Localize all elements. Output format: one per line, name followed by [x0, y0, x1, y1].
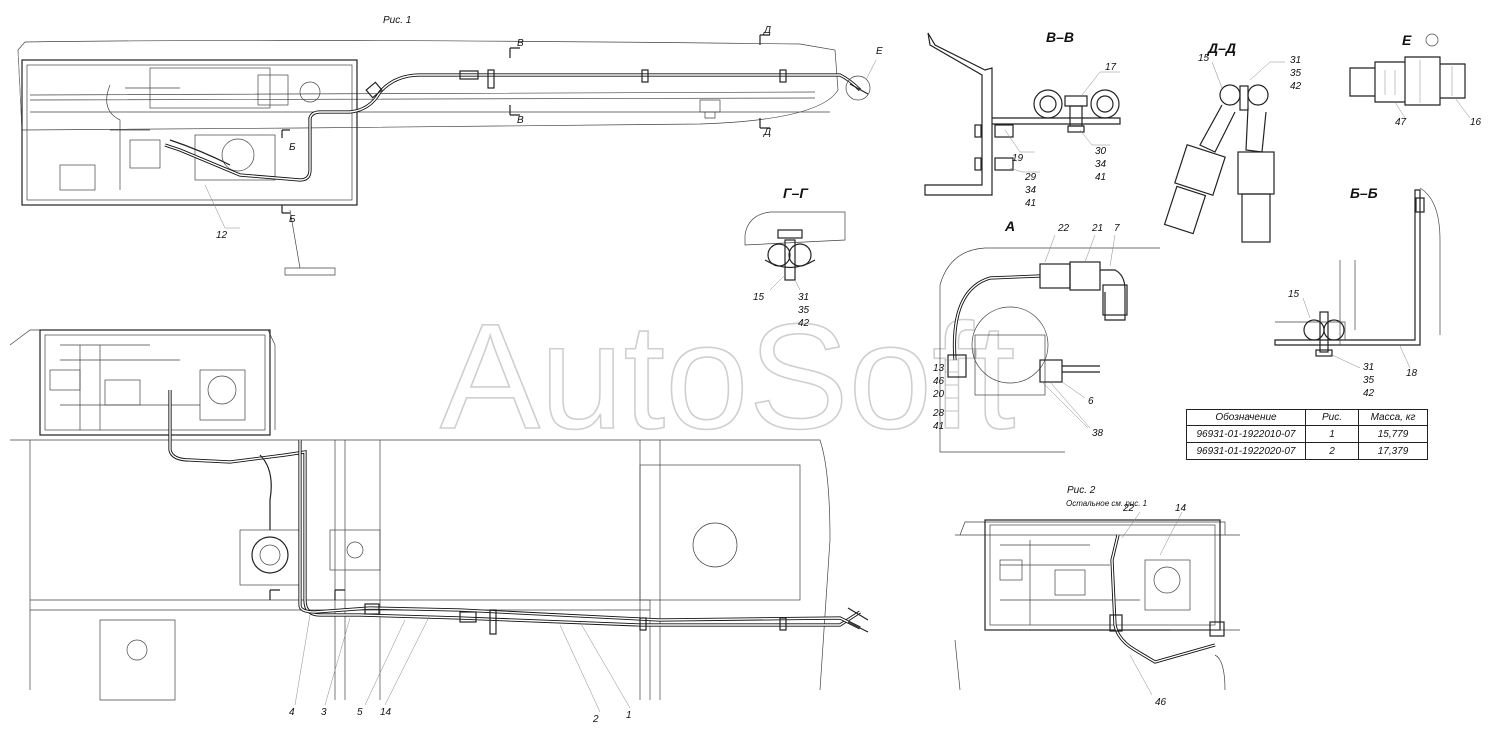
- specification-table: Обозначение Рис. Масса, кг 96931-01-1922…: [1186, 409, 1428, 460]
- svg-text:15: 15: [753, 292, 765, 303]
- table-header-cell: Масса, кг: [1358, 409, 1428, 426]
- svg-text:В: В: [517, 38, 524, 49]
- cab-outline: [17, 40, 839, 131]
- fig2-note: Остальное см. рис. 1: [1066, 499, 1147, 508]
- svg-text:42: 42: [798, 318, 810, 329]
- cut-mark-b: [281, 129, 290, 214]
- battery-box: [21, 59, 358, 206]
- table-cell: 2: [1305, 442, 1359, 460]
- svg-text:7: 7: [1114, 223, 1120, 234]
- svg-text:31: 31: [798, 292, 809, 303]
- section-dd: Д–Д 15 31 35 42: [1163, 40, 1302, 243]
- svg-text:35: 35: [1290, 68, 1302, 79]
- cut-mark-d: [759, 34, 770, 129]
- svg-text:21: 21: [1091, 223, 1103, 234]
- svg-text:38: 38: [1092, 428, 1104, 439]
- svg-text:20: 20: [932, 389, 945, 400]
- svg-text:Б: Б: [289, 214, 296, 225]
- svg-text:42: 42: [1290, 81, 1302, 92]
- detail-e: Е 47 16: [1349, 32, 1482, 128]
- bracket-l: [1274, 189, 1421, 346]
- section-bb: Б–Б 15 31 35 42 18: [1274, 185, 1441, 399]
- fig2-caption: Рис. 2: [1067, 485, 1096, 496]
- bracket-profile: [924, 32, 993, 196]
- air-pipe-top: [164, 73, 862, 182]
- watermark: AutoSoft: [440, 292, 1015, 460]
- svg-text:42: 42: [1363, 388, 1375, 399]
- svg-text:12: 12: [216, 230, 228, 241]
- svg-text:22: 22: [1057, 223, 1070, 234]
- detail-e-title: Е: [1402, 32, 1412, 48]
- svg-text:1: 1: [626, 710, 632, 721]
- svg-text:В: В: [517, 115, 524, 126]
- svg-text:6: 6: [1088, 396, 1094, 407]
- svg-text:41: 41: [1025, 198, 1036, 209]
- rotate-icon: [1425, 33, 1439, 47]
- svg-text:31: 31: [1290, 55, 1301, 66]
- svg-text:14: 14: [380, 707, 392, 718]
- svg-text:28: 28: [932, 408, 945, 419]
- table-row: 96931-01-1922020-07 2 17,379: [1186, 442, 1428, 460]
- svg-text:17: 17: [1105, 62, 1117, 73]
- svg-text:19: 19: [1012, 153, 1024, 164]
- svg-text:15: 15: [1288, 289, 1300, 300]
- frame-rails: [29, 91, 830, 113]
- svg-text:15: 15: [1198, 53, 1210, 64]
- svg-text:5: 5: [357, 707, 363, 718]
- table-header-cell: Обозначение: [1186, 409, 1306, 426]
- table-cell: 15,779: [1358, 425, 1428, 443]
- svg-text:46: 46: [1155, 697, 1167, 708]
- svg-text:4: 4: [289, 707, 295, 718]
- section-vv: В–В 17 19 30 34 41 29 34 41: [924, 29, 1121, 209]
- svg-text:34: 34: [1095, 159, 1107, 170]
- svg-text:34: 34: [1025, 185, 1037, 196]
- table-row: 96931-01-1922010-07 1 15,779: [1186, 425, 1428, 443]
- svg-text:Д: Д: [763, 127, 771, 138]
- svg-text:Д: Д: [763, 25, 771, 36]
- svg-text:29: 29: [1024, 172, 1037, 183]
- svg-text:47: 47: [1395, 117, 1407, 128]
- bottom-view-assembly: 4 3 5 14 2 1: [9, 329, 869, 725]
- svg-text:30: 30: [1095, 146, 1107, 157]
- table-cell: 17,379: [1358, 442, 1428, 460]
- svg-text:14: 14: [1175, 503, 1187, 514]
- svg-text:31: 31: [1363, 362, 1374, 373]
- clamp-plate: [992, 117, 1121, 125]
- table-header-cell: Рис.: [1305, 409, 1359, 426]
- table-cell: 96931-01-1922020-07: [1186, 442, 1306, 460]
- table-header-row: Обозначение Рис. Масса, кг: [1186, 409, 1428, 426]
- section-vv-title: В–В: [1046, 29, 1074, 45]
- section-gg: Г–Г 15 31 35 42: [744, 185, 846, 329]
- svg-text:16: 16: [1470, 117, 1482, 128]
- svg-text:22: 22: [1122, 503, 1135, 514]
- svg-text:2: 2: [592, 714, 599, 725]
- table-cell: 1: [1305, 425, 1359, 443]
- connector-fitting: [1349, 56, 1466, 106]
- cut-mark-v: [509, 47, 520, 116]
- detail-a-title: А: [1004, 218, 1015, 234]
- svg-text:41: 41: [933, 421, 944, 432]
- table-cell: 96931-01-1922010-07: [1186, 425, 1306, 443]
- top-view-assembly: Рис. 1 Е В В: [17, 15, 883, 276]
- fig2-assembly: Рис. 2 Остальное см. рис. 1 22 14 46: [954, 485, 1240, 708]
- detail-e-circle: [845, 75, 871, 101]
- svg-text:18: 18: [1406, 368, 1418, 379]
- section-dd-title: Д–Д: [1207, 40, 1236, 56]
- section-gg-title: Г–Г: [783, 185, 809, 201]
- support-bracket: [284, 209, 336, 276]
- svg-text:Б: Б: [289, 142, 296, 153]
- detail-a: А 22 21 7 13 46 20 28 41 6 38: [932, 218, 1160, 453]
- svg-text:13: 13: [933, 363, 945, 374]
- cut-mark-e: Е: [876, 46, 883, 57]
- svg-text:3: 3: [321, 707, 327, 718]
- svg-text:41: 41: [1095, 172, 1106, 183]
- svg-text:35: 35: [1363, 375, 1375, 386]
- svg-text:35: 35: [798, 305, 810, 316]
- svg-text:46: 46: [933, 376, 945, 387]
- section-bb-title: Б–Б: [1350, 185, 1378, 201]
- fig1-caption: Рис. 1: [383, 15, 411, 26]
- chassis-outline: [10, 439, 831, 691]
